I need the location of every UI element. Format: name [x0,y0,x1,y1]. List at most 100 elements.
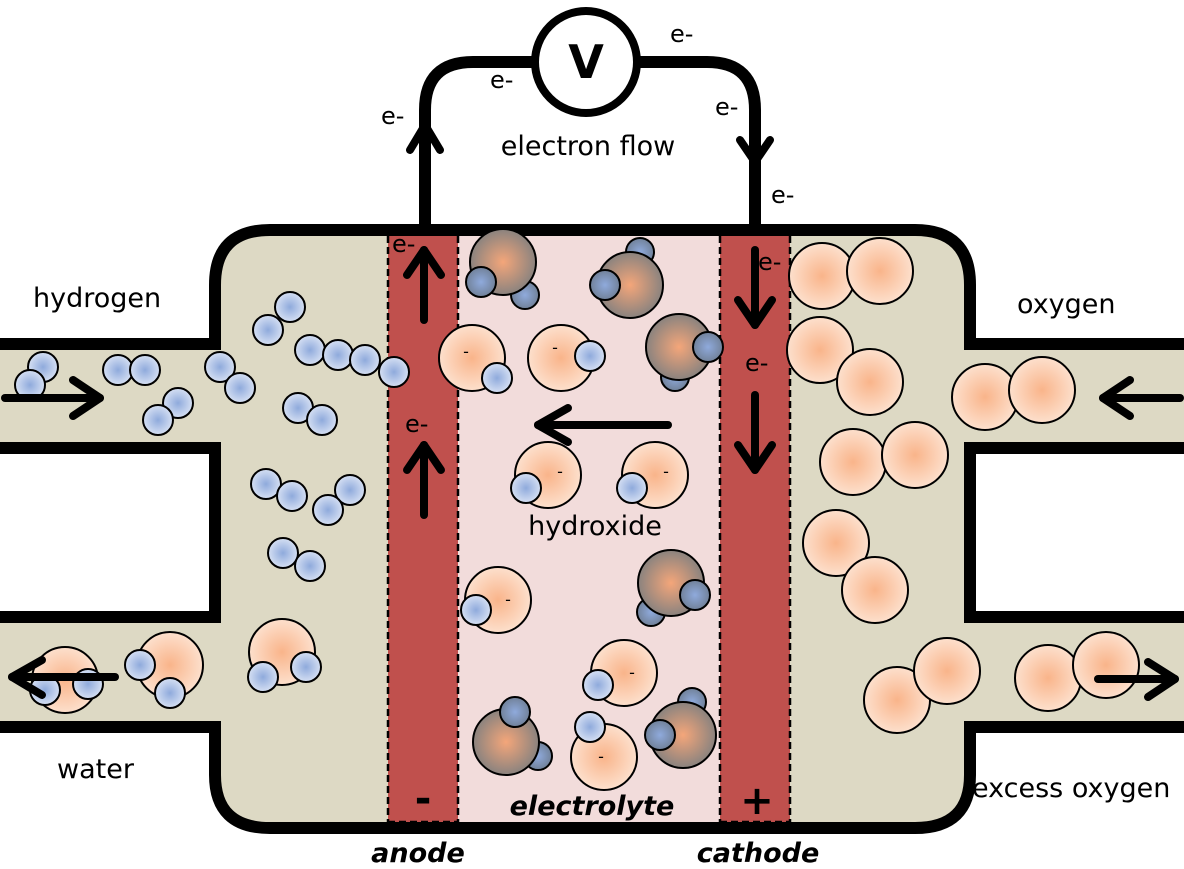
hydrogen-atom [102,354,134,386]
water-molecule [644,687,717,769]
oxygen-atom [802,509,870,577]
oxygen-molecule [819,421,949,496]
electron-label: e- [758,248,781,276]
hydrogen-atom [129,354,161,386]
hydrogen-molecule [252,291,306,346]
hydrogen-atom [644,719,676,751]
hydrogen-molecule [102,354,161,386]
hydrogen-molecule [204,351,256,404]
hydrogen-atom [322,339,354,371]
hydrogen-molecule [142,387,194,436]
external-circuit [406,56,774,230]
hydrogen-molecule [267,537,326,582]
hydroxide-ion: - [527,324,606,392]
water-molecule [247,618,322,693]
ion-charge: - [557,462,563,481]
ion-charge: - [598,747,604,766]
water-molecule [636,549,711,627]
water-label: water [57,754,135,785]
oxygen-atom [788,242,856,310]
hydrogen-molecule [282,392,338,436]
anode-up-arrow-icon [403,246,445,324]
oxygen-atom [1014,644,1082,712]
water-molecule [465,228,540,310]
hydrogen-atom [124,649,156,681]
ion-charge: - [629,663,635,682]
ion-charge: - [505,590,511,609]
voltmeter-label: V [568,35,604,89]
hydrogen-atom [306,404,338,436]
water-molecule [645,313,724,392]
circuit-down-arrow-icon [736,136,774,166]
hydrogen-atom [290,651,322,683]
oxygen-atom [786,316,854,384]
electron-label: e- [490,66,513,94]
hydrogen-atom [510,472,542,504]
hydrogen-label: hydrogen [33,283,161,314]
hydrogen-atom [589,269,621,301]
electron-label: e- [405,410,428,438]
electron-flow-label: electron flow [501,131,676,162]
hydrogen-atom [247,661,279,693]
hydrogen-atom [250,468,282,500]
cathode-down-arrow-icon [734,391,776,474]
hydrogen-atom [267,537,299,569]
voltmeter: V [531,7,641,117]
hydrogen-atom [154,677,186,709]
anode-label: anode [371,838,465,869]
hydrogen-atom [679,579,711,611]
hydrogen-atom [692,331,724,363]
ion-charge: - [663,462,669,481]
oxygen-molecule [802,509,909,624]
anode-up-arrow-icon [403,441,445,519]
electrolyte-label: electrolyte [510,791,675,822]
electron-label: e- [771,181,794,209]
anode-sign: - [415,776,432,822]
cathode-down-arrow-icon [734,246,776,329]
hydrogen-atom [312,494,344,526]
oxygen-atom [913,637,981,705]
hydroxide-ion: - [460,566,532,634]
water-molecule [589,237,664,319]
oxygen-molecule [786,316,904,416]
cathode-electrode [720,236,790,822]
hydrogen-atom [378,356,410,388]
oxygen-molecule [1014,631,1140,712]
hydrogen-molecule [349,344,410,388]
electron-label: e- [745,349,768,377]
hydroxide-flow-arrow-icon [534,404,672,446]
hydrogen-atom [349,344,381,376]
excess-oxygen-label: excess oxygen [972,773,1170,804]
hydroxide-ion: - [510,441,582,509]
hydroxide-ion: - [616,441,689,509]
circuit-up-arrow-icon [406,121,444,154]
hydrogen-in-arrow-icon [1,376,104,420]
oxygen-atom [951,363,1019,431]
hydrogen-atom [334,474,366,506]
hydrogen-molecule [294,334,354,371]
oxygen-atom [881,421,949,489]
cathode-sign: + [740,778,774,824]
hydrogen-atom [481,362,513,394]
ion-charge: - [463,342,469,361]
oxygen-label: oxygen [1017,289,1116,320]
hydrogen-atom [252,314,284,346]
hydrogen-atom [294,550,326,582]
hydrogen-atom [582,669,614,701]
water-out-arrow-icon [8,656,119,699]
cell-outline [0,224,1184,834]
oxygen-molecule [951,356,1076,431]
hydrogen-atom [204,351,236,383]
hydroxide-ion: - [438,324,513,394]
oxygen-in-arrow-icon [1099,376,1184,420]
water-molecule [124,631,204,709]
oxygen-atom [1008,356,1076,424]
oxygen-atom [846,237,914,305]
electron-label: e- [670,20,693,48]
electron-label: e- [392,230,415,258]
hydrogen-atom [574,711,606,743]
oxygen-atom [841,556,909,624]
oxygen-molecule [863,637,981,734]
hydrogen-atom [294,334,326,366]
